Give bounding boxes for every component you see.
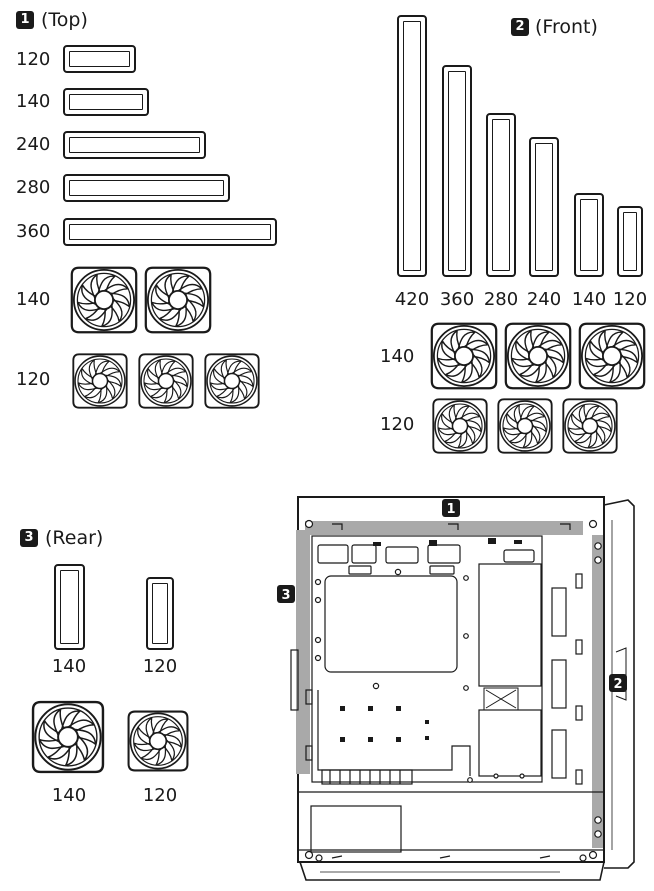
front-panel <box>603 499 635 869</box>
front-fan-label-120: 120 <box>380 414 415 435</box>
top-rad-label-280: 280 <box>16 177 51 198</box>
front-rad-label-120: 120 <box>612 289 648 310</box>
front-fan-140-3 <box>578 322 646 390</box>
top-fan-label-120: 120 <box>16 369 51 390</box>
top-fan-120-3 <box>204 353 260 409</box>
front-fan-label-140: 140 <box>380 346 415 367</box>
case-marker-3-label: 3 <box>281 588 290 603</box>
front-fan-120-1 <box>432 398 488 454</box>
top-title: (Top) <box>41 9 88 31</box>
top-rad-label-140: 140 <box>16 91 51 112</box>
top-fan-140-1 <box>70 266 138 334</box>
rear-radiator-140 <box>54 564 85 650</box>
drive-cage <box>478 709 542 777</box>
front-title: (Front) <box>535 16 598 38</box>
psu-cover <box>310 805 402 853</box>
front-radiator-420 <box>397 15 427 277</box>
top-radiator-240 <box>63 131 206 159</box>
top-fan-120-2 <box>138 353 194 409</box>
front-radiator-140 <box>574 193 604 277</box>
top-rad-label-240: 240 <box>16 134 51 155</box>
front-badge: 2 <box>511 18 529 36</box>
rear-rad-label-120: 120 <box>142 656 178 677</box>
front-mount-zone <box>592 535 603 848</box>
top-radiator-360 <box>63 218 277 246</box>
top-fan-label-140: 140 <box>16 289 51 310</box>
top-fan-140-2 <box>144 266 212 334</box>
front-radiator-120 <box>617 206 643 277</box>
top-badge: 1 <box>16 11 34 29</box>
top-rad-label-120: 120 <box>16 49 51 70</box>
ssd-bay <box>478 563 542 687</box>
case-outline <box>297 496 605 863</box>
rear-fan-label-120: 120 <box>142 785 178 806</box>
rear-fan-label-140: 140 <box>51 785 87 806</box>
rear-mount-zone <box>296 530 310 774</box>
top-rad-label-360: 360 <box>16 221 51 242</box>
rear-rad-label-140: 140 <box>51 656 87 677</box>
rear-badge: 3 <box>20 529 38 547</box>
front-radiator-280 <box>486 113 516 277</box>
rear-fan-140 <box>31 700 105 774</box>
case-marker-1: 1 <box>442 499 460 517</box>
top-radiator-280 <box>63 174 230 202</box>
front-fan-140-1 <box>430 322 498 390</box>
front-radiator-360 <box>442 65 472 277</box>
front-radiator-240 <box>529 137 559 277</box>
screw-holes <box>304 519 602 862</box>
front-fan-140-2 <box>504 322 572 390</box>
top-radiator-140 <box>63 88 149 116</box>
front-rad-label-420: 420 <box>394 289 430 310</box>
rear-fan-120 <box>127 710 189 772</box>
front-rad-label-280: 280 <box>483 289 519 310</box>
front-rad-label-240: 240 <box>526 289 562 310</box>
front-rad-label-140: 140 <box>571 289 607 310</box>
top-radiator-120 <box>63 45 136 73</box>
front-fan-120-3 <box>562 398 618 454</box>
motherboard-tray <box>311 535 543 783</box>
case-marker-2-label: 2 <box>613 677 622 692</box>
top-mount-zone <box>305 521 583 535</box>
case-marker-1-label: 1 <box>446 502 455 517</box>
case-marker-2: 2 <box>609 674 627 692</box>
cpu-cutout <box>324 575 458 673</box>
case-feet <box>299 861 605 881</box>
top-fan-120-1 <box>72 353 128 409</box>
front-rad-label-360: 360 <box>439 289 475 310</box>
rear-radiator-120 <box>146 577 174 650</box>
rear-title: (Rear) <box>45 527 104 549</box>
case-marker-3: 3 <box>277 585 295 603</box>
front-fan-120-2 <box>497 398 553 454</box>
